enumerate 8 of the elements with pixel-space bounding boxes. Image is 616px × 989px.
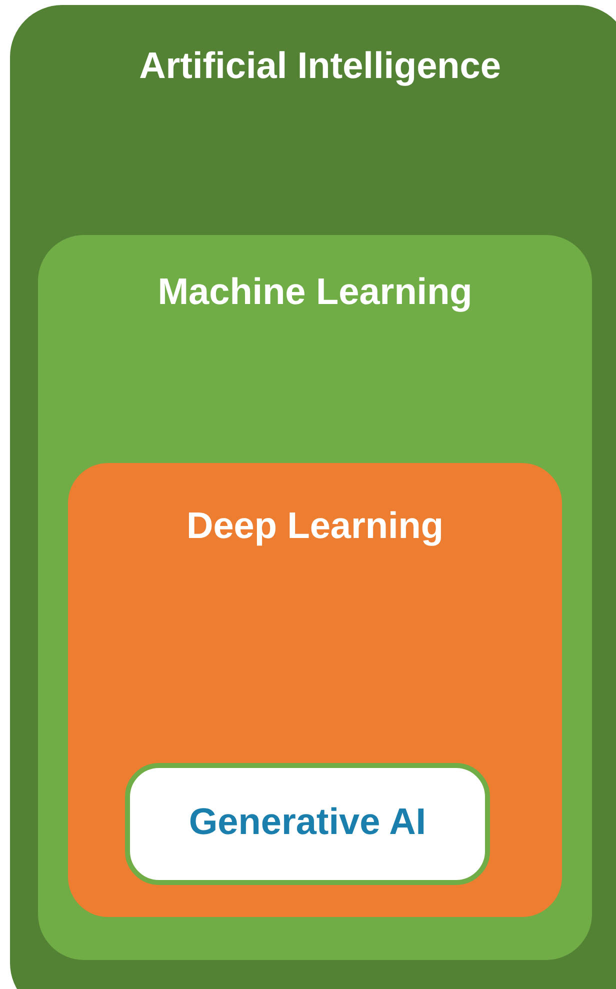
category-title: Artificial Intelligence [138,45,502,88]
category-title: Generative AI [188,801,428,844]
category-title: Deep Learning [186,505,444,548]
category-box [125,763,490,885]
category-box [10,5,616,989]
category-title: Machine Learning [156,271,474,314]
category-box [68,463,562,917]
category-box [38,235,592,960]
